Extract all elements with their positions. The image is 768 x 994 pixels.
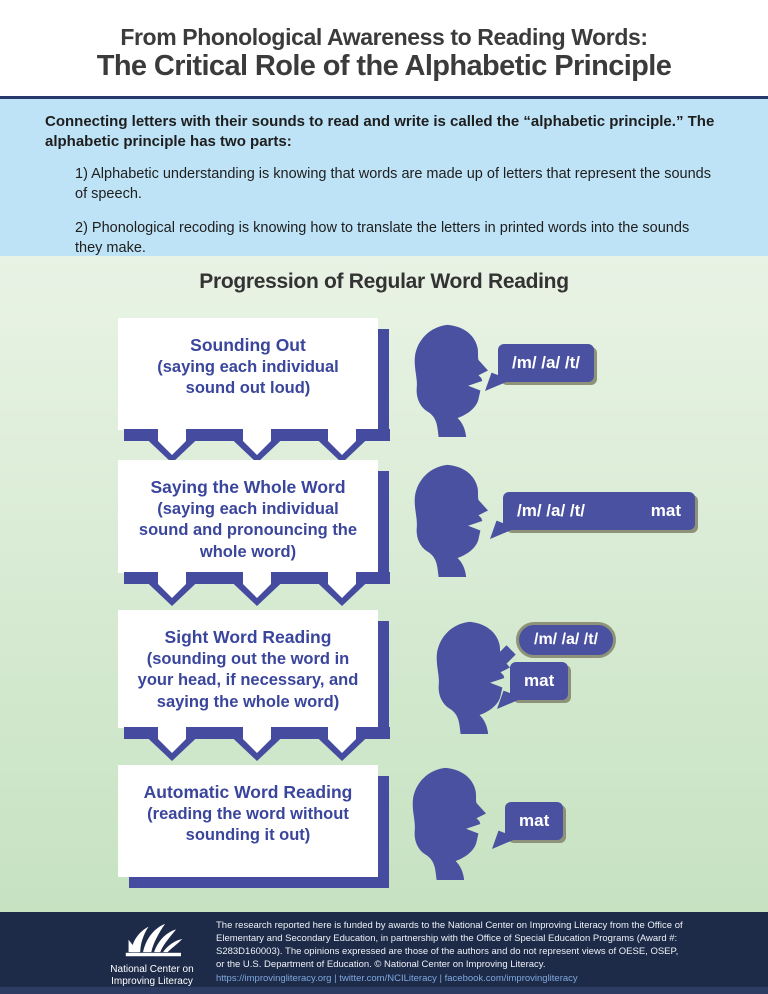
intro-point-2: 2) Phonological recoding is knowing how … [75,219,690,256]
step-title: Sounding Out [190,335,306,355]
down-arrows-icon [124,566,390,606]
step-subtitle: (saying each individual sound and pronou… [138,499,358,561]
speech-word-text: mat [524,671,555,690]
ncil-book-fan-icon [125,923,183,956]
ncil-logo: National Center on Improving Literacy [104,919,200,988]
speech-word-text: mat [650,501,681,520]
step-subtitle: (saying each individual sound out loud) [157,357,339,398]
page-header: From Phonological Awareness to Reading W… [0,0,768,96]
thought-sounds-text: /m/ /a/ /t/ [534,631,599,648]
step-box-sounding-out: Sounding Out (saying each individual sou… [118,318,378,430]
child-head-silhouette-icon [414,464,488,577]
footer-bottom-strip [0,987,768,994]
step-box-automatic-word-reading: Automatic Word Reading (reading the word… [118,765,378,877]
speech-bubble: /m/ /a/ /t/ mat [490,492,695,539]
speech-bubble: mat [492,802,564,849]
intro-lead-text: Connecting letters with their sounds to … [45,113,715,150]
intro-point-1: 1) Alphabetic understanding is knowing t… [75,165,711,202]
step-title: Automatic Word Reading [143,782,353,802]
speech-sounds-text: /m/ /a/ /t/ [512,353,581,372]
thought-bubble: /m/ /a/ /t/ [516,622,617,658]
page-footer: National Center on Improving Literacy Th… [0,912,768,994]
step-subtitle: (reading the word without sounding it ou… [147,804,349,845]
step-title: Sight Word Reading [164,627,332,647]
down-arrows-icon [124,721,390,761]
logo-text-line1: National Center on [110,963,194,975]
footer-text-block: The research reported here is funded by … [216,920,684,986]
speech-word-text: mat [519,811,550,830]
step-box-sight-word-reading: Sight Word Reading (sounding out the wor… [118,610,378,728]
page-title-line1: From Phonological Awareness to Reading W… [120,24,648,50]
speech-bubble: /m/ /a/ /t/ [485,344,595,391]
intro-section: Connecting letters with their sounds to … [0,99,768,256]
step-subtitle: (sounding out the word in your head, if … [137,649,359,711]
footer-links[interactable]: https://improvingliteracy.org | twitter.… [216,972,578,984]
step-title: Saying the Whole Word [150,477,346,497]
page-title-line2: The Critical Role of the Alphabetic Prin… [96,50,672,83]
progression-heading: Progression of Regular Word Reading [199,270,569,293]
funding-statement: The research reported here is funded by … [216,920,683,970]
child-head-silhouette-icon [414,324,488,437]
header-divider [0,96,768,99]
child-head-silhouette-icon [436,621,510,734]
speech-sounds-text: /m/ /a/ /t/ [517,501,586,520]
progression-section: Progression of Regular Word Reading Soun… [0,256,768,912]
speech-bubble: mat [497,662,569,709]
child-head-silhouette-icon [412,767,486,880]
step-box-saying-whole-word: Saying the Whole Word (saying each indiv… [118,460,378,573]
logo-text-line2: Improving Literacy [111,975,193,987]
down-arrows-icon [124,423,390,463]
